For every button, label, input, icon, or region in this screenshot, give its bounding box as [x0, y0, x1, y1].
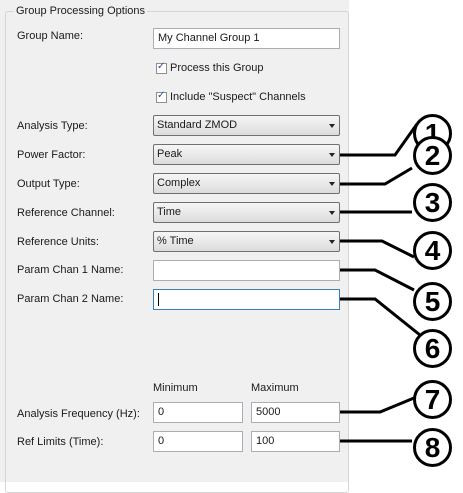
- param-chan-2-input[interactable]: [153, 289, 340, 310]
- process-group-checkbox[interactable]: ✓: [156, 61, 167, 74]
- callout-7: 7: [413, 380, 452, 419]
- callout-4: 4: [413, 231, 452, 270]
- ref-limits-label: Ref Limits (Time):: [17, 436, 104, 448]
- leader-line-6: [340, 297, 421, 337]
- process-group-label[interactable]: Process this Group: [170, 62, 264, 74]
- ref-limits-min-input[interactable]: 0: [153, 431, 243, 452]
- include-suspect-label[interactable]: Include "Suspect" Channels: [170, 91, 306, 103]
- analysis-frequency-label: Analysis Frequency (Hz):: [17, 408, 140, 420]
- reference-channel-label: Reference Channel:: [17, 207, 115, 219]
- check-mark-icon: ✓: [157, 61, 166, 72]
- check-mark-icon: ✓: [157, 90, 166, 101]
- param-chan-1-input[interactable]: [153, 260, 340, 281]
- analysis-frequency-max-input[interactable]: 5000: [251, 402, 340, 423]
- leader-line-4: [340, 239, 415, 259]
- reference-units-select[interactable]: % Time: [153, 231, 340, 252]
- callout-5: 5: [413, 282, 452, 321]
- dropdown-arrow-icon: [329, 153, 335, 157]
- minimum-header: Minimum: [153, 382, 198, 394]
- group-name-input[interactable]: My Channel Group 1: [153, 28, 340, 49]
- text-caret: [158, 292, 159, 306]
- power-factor-select[interactable]: Peak: [153, 144, 340, 165]
- param-chan-2-label: Param Chan 2 Name:: [17, 293, 124, 305]
- dropdown-arrow-icon: [329, 240, 335, 244]
- reference-units-value: % Time: [157, 235, 194, 247]
- output-type-label: Output Type:: [17, 178, 80, 190]
- callout-leader-lines: [340, 123, 421, 443]
- analysis-type-label: Analysis Type:: [17, 120, 88, 132]
- dropdown-arrow-icon: [329, 211, 335, 215]
- callout-8: 8: [413, 428, 452, 467]
- leader-line-1: [340, 123, 419, 157]
- power-factor-label: Power Factor:: [17, 149, 86, 161]
- include-suspect-checkbox[interactable]: ✓: [156, 90, 167, 103]
- group-processing-panel: Group Processing Options Group Name: My …: [0, 0, 349, 493]
- group-legend: Group Processing Options: [14, 5, 148, 17]
- ref-limits-max-input[interactable]: 100: [251, 431, 340, 452]
- callout-2: 2: [413, 136, 452, 175]
- group-name-label: Group Name:: [17, 30, 84, 42]
- param-chan-1-label: Param Chan 1 Name:: [17, 264, 124, 276]
- output-type-select[interactable]: Complex: [153, 173, 340, 194]
- power-factor-value: Peak: [157, 148, 183, 160]
- reference-channel-value: Time: [157, 206, 182, 218]
- analysis-type-value: Standard ZMOD: [157, 119, 238, 131]
- leader-line-7: [340, 396, 415, 414]
- leader-line-5: [340, 268, 415, 292]
- callout-3: 3: [413, 183, 452, 222]
- reference-units-label: Reference Units:: [17, 236, 99, 248]
- leader-line-2: [340, 166, 413, 186]
- callout-6: 6: [413, 329, 452, 368]
- analysis-type-select[interactable]: Standard ZMOD: [153, 115, 340, 136]
- reference-channel-select[interactable]: Time: [153, 202, 340, 223]
- output-type-value: Complex: [157, 177, 201, 189]
- maximum-header: Maximum: [251, 382, 299, 394]
- dropdown-arrow-icon: [329, 124, 335, 128]
- analysis-frequency-min-input[interactable]: 0: [153, 402, 243, 423]
- dropdown-arrow-icon: [329, 182, 335, 186]
